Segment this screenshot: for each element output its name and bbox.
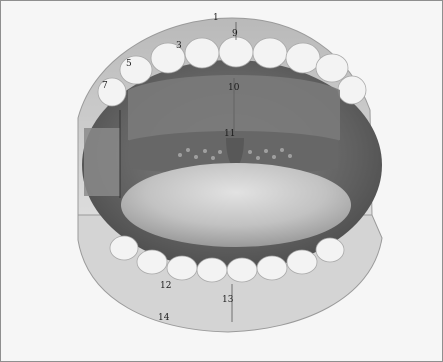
label-3: 3 [176,41,182,51]
label-14: 14 [158,313,170,323]
tongue [121,163,351,247]
label-1: 1 [213,13,219,23]
label-5: 5 [126,59,132,69]
label-13: 13 [222,295,234,305]
cheek-left [84,128,120,196]
label-11: 11 [224,129,235,139]
label-10: 10 [228,83,240,93]
label-7: 7 [102,81,108,91]
label-9: 9 [232,29,238,39]
label-12: 12 [160,281,171,291]
